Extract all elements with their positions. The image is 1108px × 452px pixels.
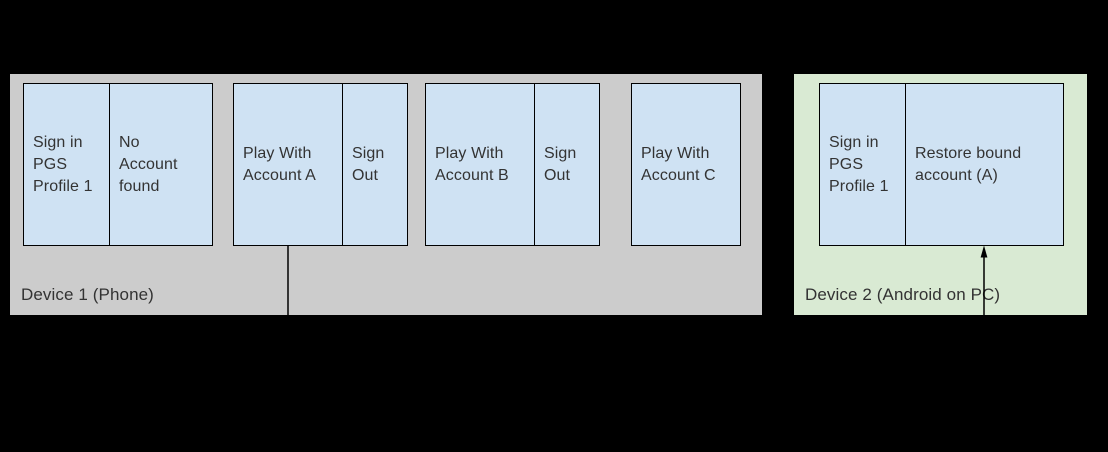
cell-sign-out-a-label: Sign Out <box>352 144 385 184</box>
cell-no-account-found-label: No Account found <box>119 133 178 195</box>
cell-play-with-account-a-label: Play With Account A <box>243 144 316 184</box>
box-play-account-a: Play With Account A Sign Out <box>233 83 408 246</box>
cell-no-account-found: No Account found <box>109 84 212 245</box>
cell-play-with-account-c: Play With Account C <box>632 84 740 245</box>
cell-restore-bound-account: Restore bound account (A) <box>905 84 1063 245</box>
cell-play-with-account-b: Play With Account B <box>426 84 534 245</box>
device2-label: Device 2 (Android on PC) <box>805 285 1001 304</box>
box-signin-restore: Sign in PGS Profile 1 Restore bound acco… <box>819 83 1064 246</box>
device1-label: Device 1 (Phone) <box>21 285 154 304</box>
cell-play-with-account-c-label: Play With Account C <box>641 144 716 184</box>
cell-sign-in-pgs-profile-1-label: Sign in PGS Profile 1 <box>33 133 93 195</box>
cell-sign-out-b-label: Sign Out <box>544 144 577 184</box>
cell-sign-in-pgs-profile-1-device2-label: Sign in PGS Profile 1 <box>829 133 889 195</box>
cell-sign-in-pgs-profile-1-device2: Sign in PGS Profile 1 <box>820 84 905 245</box>
cell-sign-in-pgs-profile-1: Sign in PGS Profile 1 <box>24 84 109 245</box>
box-play-account-b: Play With Account B Sign Out <box>425 83 600 246</box>
cell-sign-out-a: Sign Out <box>342 84 407 245</box>
cell-sign-out-b: Sign Out <box>534 84 599 245</box>
cell-play-with-account-a: Play With Account A <box>234 84 342 245</box>
box-signin-noaccount: Sign in PGS Profile 1 No Account found <box>23 83 213 246</box>
cell-restore-bound-account-label: Restore bound account (A) <box>915 144 1022 184</box>
device2-panel: Sign in PGS Profile 1 Restore bound acco… <box>794 74 1087 315</box>
cell-play-with-account-b-label: Play With Account B <box>435 144 509 184</box>
device1-panel: Sign in PGS Profile 1 No Account found P… <box>10 74 762 315</box>
box-play-account-c: Play With Account C <box>631 83 741 246</box>
